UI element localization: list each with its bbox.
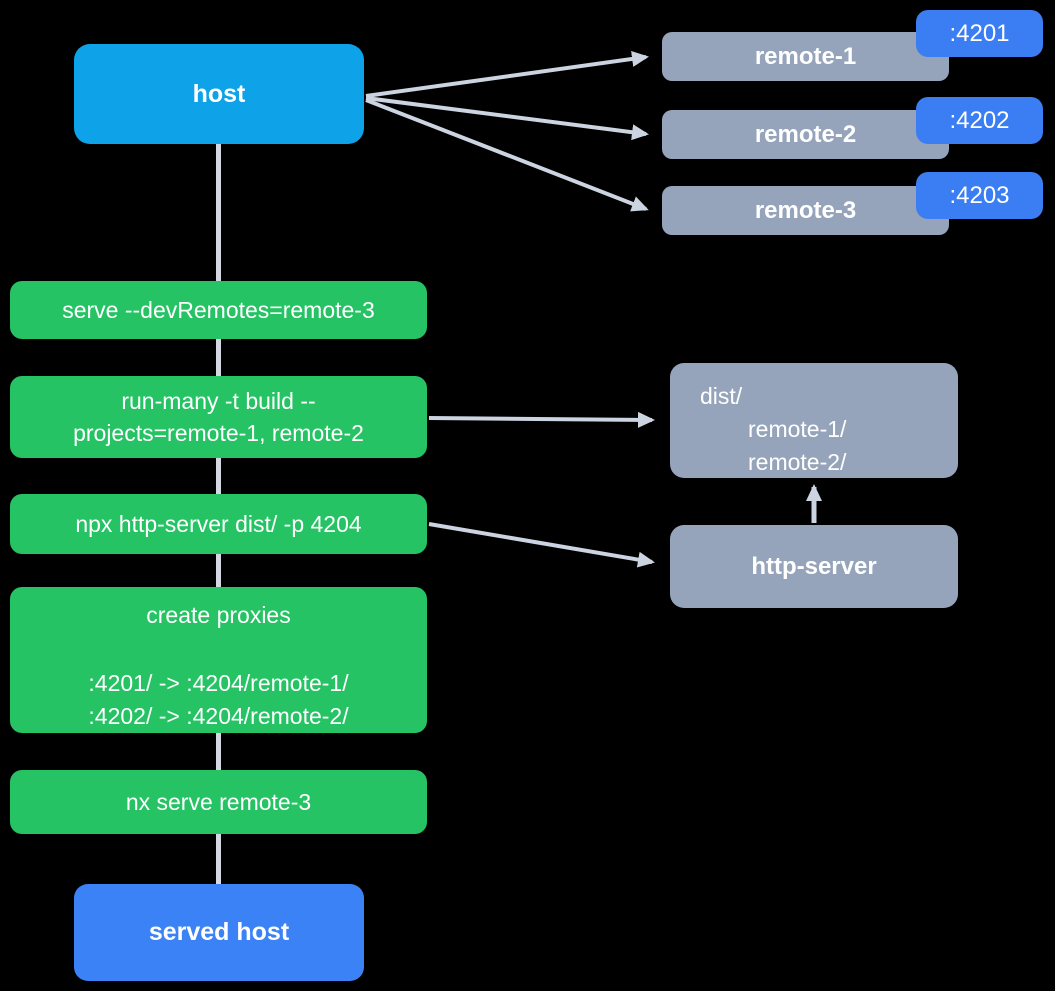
edge-host-remote-3 [365, 98, 649, 212]
edge-runmany-dist [428, 411, 655, 428]
step-nx-serve-remote-3-text: nx serve remote-3 [125, 789, 312, 815]
edge-npx-httpserver [428, 522, 655, 568]
step-run-many-line1: run-many -t build -- [121, 388, 316, 414]
edge-host-remote-1 [365, 51, 649, 98]
http-server-label: http-server [751, 552, 877, 580]
port-badge-4203-label: :4203 [949, 181, 1010, 209]
node-remote-2: remote-2 [662, 110, 949, 159]
node-remote-1: remote-1 [662, 32, 949, 81]
dist-entry-remote-2: remote-2/ [748, 449, 847, 475]
step-create-proxies-title: create proxies [146, 602, 291, 628]
proxy-mapping-2: :4202/ -> :4204/remote-2/ [88, 703, 349, 729]
port-badge-4203: :4203 [916, 172, 1043, 219]
remote-2-label: remote-2 [754, 120, 857, 148]
step-serve-devremotes-text: serve --devRemotes=remote-3 [62, 297, 375, 323]
remote-1-label: remote-1 [754, 42, 857, 70]
step-npx-http-server-text: npx http-server dist/ -p 4204 [75, 511, 362, 537]
proxy-mapping-1: :4201/ -> :4204/remote-1/ [88, 670, 349, 696]
step-nx-serve-remote-3: nx serve remote-3 [10, 770, 427, 834]
edge-host-remote-2 [365, 96, 649, 141]
node-dist-folder: dist/ remote-1/ remote-2/ [670, 363, 958, 478]
port-badge-4201: :4201 [916, 10, 1043, 57]
port-badge-4202-label: :4202 [949, 106, 1010, 134]
step-npx-http-server: npx http-server dist/ -p 4204 [10, 494, 427, 554]
dist-folder-title: dist/ [700, 383, 743, 409]
step-run-many-build: run-many -t build -- projects=remote-1, … [10, 376, 427, 458]
node-http-server: http-server [670, 525, 958, 608]
node-served-host: served host [74, 884, 364, 981]
host-label: host [192, 79, 246, 108]
step-serve-devremotes: serve --devRemotes=remote-3 [10, 281, 427, 339]
served-host-label: served host [148, 918, 290, 946]
remote-3-label: remote-3 [754, 196, 857, 224]
node-remote-3: remote-3 [662, 186, 949, 235]
port-badge-4202: :4202 [916, 97, 1043, 144]
dist-entry-remote-1: remote-1/ [748, 416, 847, 442]
port-badge-4201-label: :4201 [949, 19, 1010, 47]
node-host: host [74, 44, 364, 144]
step-run-many-line2: projects=remote-1, remote-2 [73, 420, 364, 446]
step-create-proxies: create proxies :4201/ -> :4204/remote-1/… [10, 587, 427, 733]
